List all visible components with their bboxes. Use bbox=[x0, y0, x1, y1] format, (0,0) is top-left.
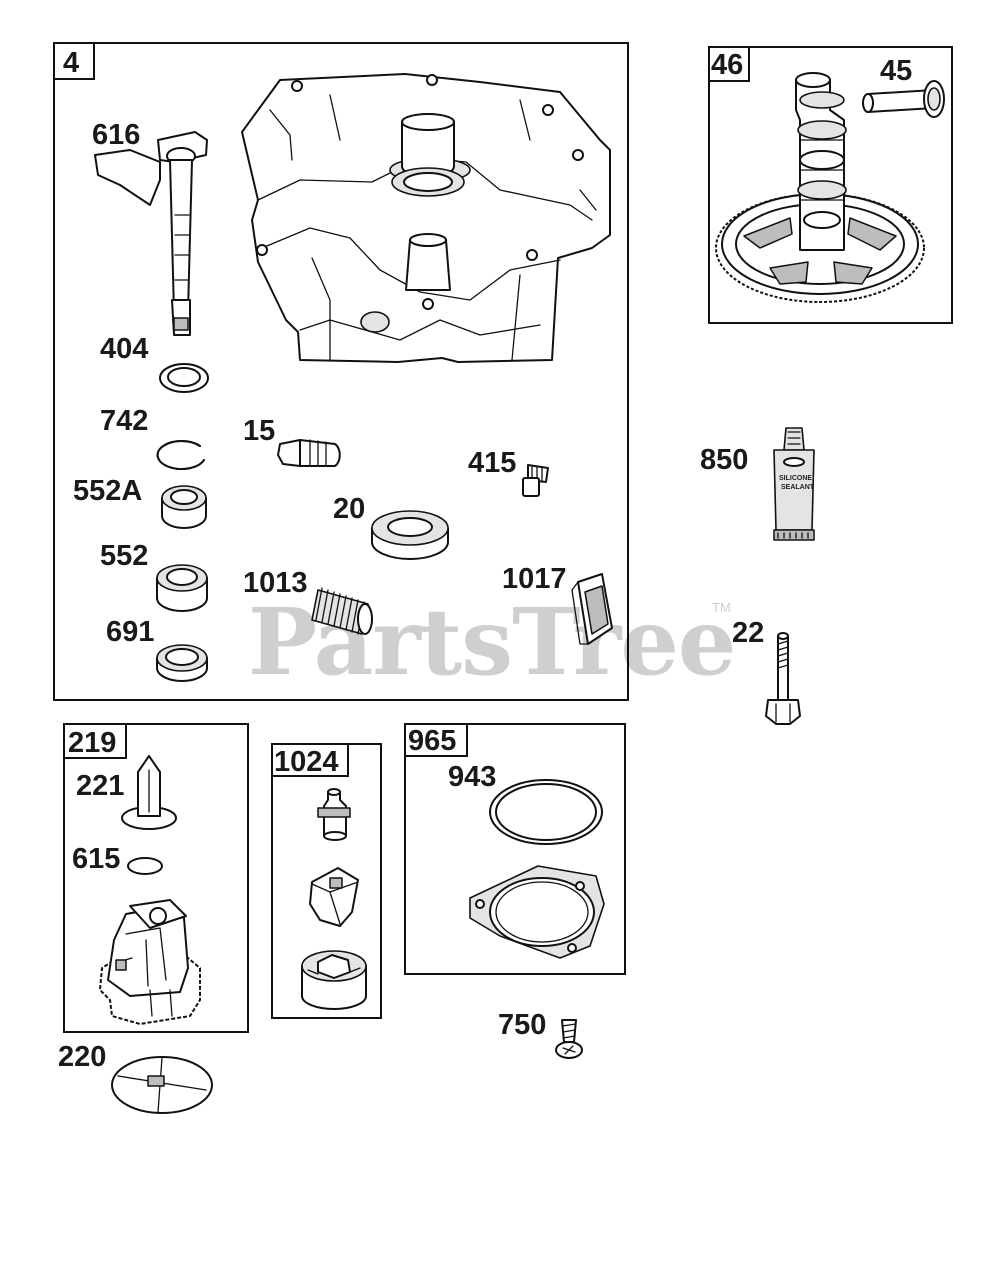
governor-gear-assembly[interactable] bbox=[99, 899, 201, 1025]
screw-415[interactable]: 415 bbox=[468, 447, 549, 497]
sealant-tube-line2: SEALANT bbox=[781, 484, 815, 491]
part-label-221: 221 bbox=[76, 770, 124, 802]
group-219-frame bbox=[63, 723, 249, 1033]
oil-pump-housing[interactable] bbox=[301, 950, 367, 1010]
group-1024-tag bbox=[271, 743, 349, 777]
part-label-22: 22 bbox=[732, 617, 764, 649]
gasket-965[interactable] bbox=[469, 865, 605, 959]
part-label-220: 220 bbox=[58, 1041, 106, 1073]
group-46-frame bbox=[708, 46, 953, 324]
part-label-742: 742 bbox=[100, 405, 148, 437]
screw-750[interactable]: 750 bbox=[498, 1009, 583, 1059]
sealant-tube-line1: SILICONE bbox=[779, 475, 812, 482]
part-label-850: 850 bbox=[700, 444, 748, 476]
part-label-45: 45 bbox=[880, 55, 912, 87]
bolt-22[interactable]: 22 bbox=[732, 617, 801, 725]
sealant-tube-850[interactable]: 850 SILICONE SEALANT bbox=[700, 427, 815, 541]
pin-45[interactable]: 45 bbox=[862, 55, 945, 118]
part-label-691: 691 bbox=[106, 616, 154, 648]
group-4-tag bbox=[53, 42, 95, 80]
governor-cup-221[interactable]: 221 bbox=[76, 755, 177, 830]
oil-seal-20[interactable]: 20 bbox=[333, 493, 449, 560]
group-1024-box[interactable]: 1024 bbox=[271, 743, 382, 1019]
part-label-404: 404 bbox=[100, 333, 148, 365]
seal-691[interactable]: 691 bbox=[106, 616, 208, 682]
oil-pump-rotor[interactable] bbox=[309, 867, 359, 927]
part-label-615: 615 bbox=[72, 843, 120, 875]
part-label-552: 552 bbox=[100, 540, 148, 572]
e-clip-742[interactable]: 742 bbox=[100, 405, 205, 470]
camshaft-gear-46[interactable] bbox=[715, 72, 925, 303]
o-ring-943[interactable]: 943 bbox=[448, 761, 603, 845]
washer-220[interactable]: 220 bbox=[58, 1041, 213, 1114]
group-219-label: 219 bbox=[68, 727, 116, 759]
group-219-box[interactable]: 219 bbox=[63, 723, 249, 1033]
part-label-1013: 1013 bbox=[243, 567, 308, 599]
group-4-frame bbox=[53, 42, 629, 701]
group-4-box[interactable]: 4 bbox=[53, 42, 629, 701]
crankcase-sump[interactable] bbox=[241, 73, 611, 363]
group-46-box[interactable]: 46 bbox=[708, 46, 953, 324]
part-label-20: 20 bbox=[333, 493, 365, 525]
part-label-1017: 1017 bbox=[502, 563, 567, 595]
group-965-label: 965 bbox=[408, 725, 456, 757]
group-4-label: 4 bbox=[63, 47, 79, 79]
part-label-750: 750 bbox=[498, 1009, 546, 1041]
plug-15[interactable]: 15 bbox=[243, 415, 341, 467]
part-label-15: 15 bbox=[243, 415, 275, 447]
group-965-tag bbox=[404, 723, 468, 757]
oil-pump-shaft[interactable] bbox=[317, 788, 351, 841]
spring-1013[interactable]: 1013 bbox=[243, 567, 373, 635]
bushing-552[interactable]: 552 bbox=[100, 540, 208, 612]
governor-shaft-616[interactable]: 616 bbox=[92, 119, 208, 336]
group-46-tag bbox=[708, 46, 750, 82]
washer-404[interactable]: 404 bbox=[100, 333, 209, 393]
group-1024-label: 1024 bbox=[274, 746, 339, 778]
group-965-box[interactable]: 965 bbox=[404, 723, 626, 975]
retainer-ring-615[interactable]: 615 bbox=[72, 843, 163, 875]
bushing-552a[interactable]: 552A bbox=[73, 475, 207, 529]
group-965-frame bbox=[404, 723, 626, 975]
group-219-tag bbox=[63, 723, 127, 759]
part-label-943: 943 bbox=[448, 761, 496, 793]
part-label-552a: 552A bbox=[73, 475, 142, 507]
group-46-label: 46 bbox=[711, 49, 743, 81]
filter-1017[interactable]: 1017 bbox=[502, 563, 613, 645]
watermark-trademark: TM bbox=[712, 600, 731, 615]
part-label-415: 415 bbox=[468, 447, 516, 479]
part-label-616: 616 bbox=[92, 119, 140, 151]
